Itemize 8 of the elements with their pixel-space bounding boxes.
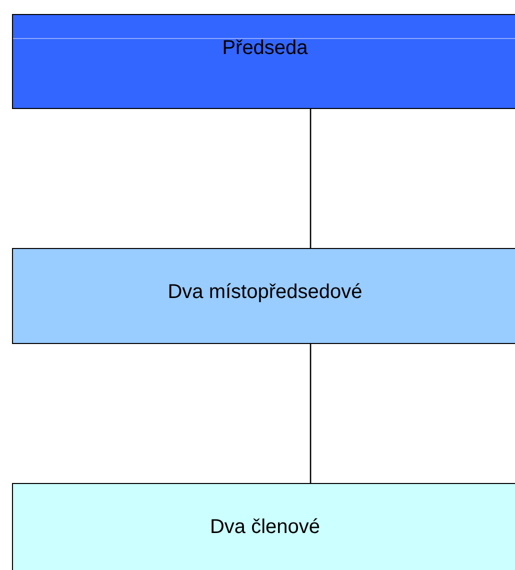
org-box [12,248,515,344]
box-label: Předseda [222,37,308,61]
org-box [12,483,515,570]
box-label: Dva místopředsedové [168,281,362,305]
connector-line [310,344,312,483]
connector-line [310,109,312,248]
box-label: Dva členové [210,516,320,540]
org-box [12,14,515,109]
